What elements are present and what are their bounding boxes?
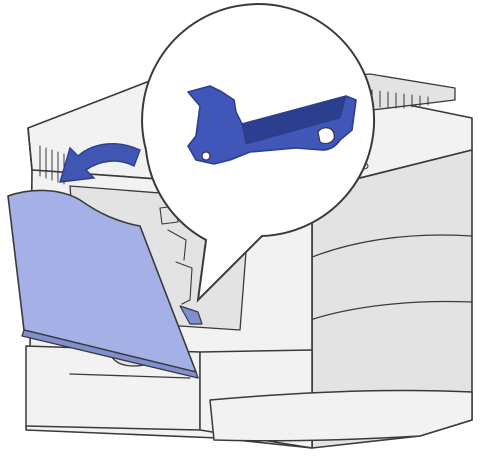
paper-tray-lip [69,373,191,379]
interior-part-2 [175,261,193,305]
arrow-shaft [59,143,141,183]
side-contour [299,234,473,263]
front-door [7,189,203,379]
door-edge [21,329,199,379]
printer-base-front [209,389,473,442]
lever-pivot [201,151,211,161]
release-lever-icon [187,85,357,165]
lever-slot [317,127,335,145]
door-panel [7,189,197,373]
lever-face-highlight [241,95,347,145]
left-vents [39,145,65,185]
printer-body [25,69,473,449]
side-contour-lower [309,300,473,321]
door-hinge [179,305,203,325]
door-open-arrow [59,143,141,183]
